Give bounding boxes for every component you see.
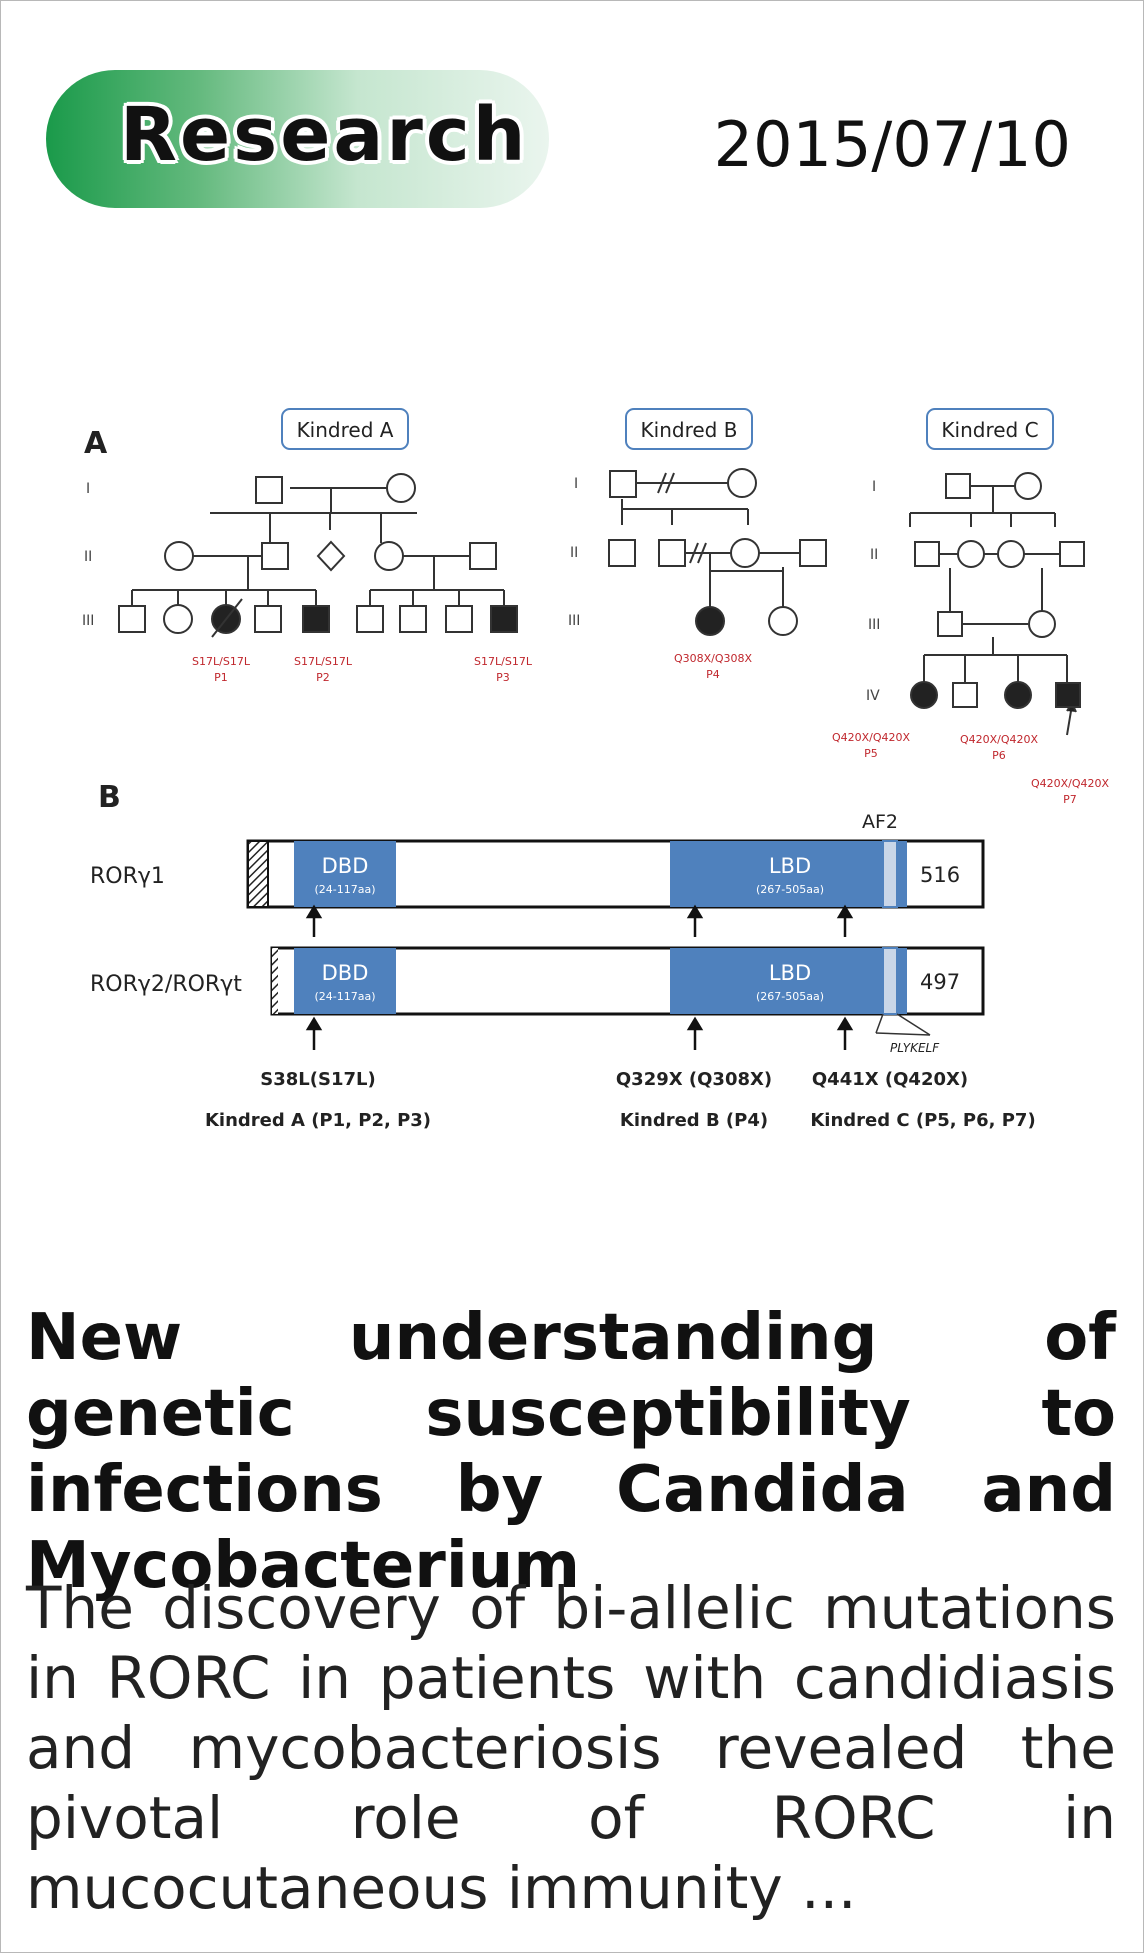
- isoform-1-name: RORγ1: [90, 864, 165, 889]
- category-label: Research: [120, 92, 529, 178]
- p7-mutation: Q420X/Q420X: [1031, 777, 1110, 790]
- isoform-1-lbd-range: (267-505aa): [756, 883, 824, 896]
- panel-a-label: A: [84, 426, 108, 461]
- article-title[interactable]: New understanding of genetic susceptibil…: [26, 1301, 1116, 1603]
- af2-label: AF2: [862, 811, 898, 833]
- p7-id: P7: [1063, 793, 1077, 806]
- gen-b-2: II: [570, 545, 578, 561]
- mutation-c: Q441X (Q420X): [812, 1069, 968, 1090]
- isoform-2-dbd-range: (24-117aa): [314, 990, 375, 1003]
- gen-a-2: II: [84, 549, 92, 565]
- p2-mutation: S17L/S17L: [294, 655, 353, 668]
- kindred-c-label: Kindred C: [941, 418, 1038, 442]
- isoform-1-dbd: DBD: [322, 854, 369, 878]
- isoform-2-lbd: LBD: [769, 961, 811, 985]
- p6-mutation: Q420X/Q420X: [960, 733, 1039, 746]
- gen-a-1: I: [86, 481, 90, 497]
- isoform-2-name: RORγ2/RORγt: [90, 972, 242, 997]
- p5-mutation: Q420X/Q420X: [832, 731, 911, 744]
- kindred-c-patients: Kindred C (P5, P6, P7): [810, 1110, 1035, 1131]
- kindred-b-patients: Kindred B (P4): [620, 1110, 768, 1131]
- p1-mutation: S17L/S17L: [192, 655, 251, 668]
- isoform-1-lbd: LBD: [769, 854, 811, 878]
- gen-c-1: I: [872, 479, 876, 495]
- figure-image: Kindred A Kindred B Kindred C A I II III…: [82, 408, 1110, 1131]
- p5-id: P5: [864, 747, 878, 760]
- isoform-1-dbd-range: (24-117aa): [314, 883, 375, 896]
- gen-c-2: II: [870, 547, 878, 563]
- isoform-2-lbd-range: (267-505aa): [756, 990, 824, 1003]
- gen-c-3: III: [868, 617, 880, 633]
- kindred-b-label: Kindred B: [641, 418, 738, 442]
- article-summary: The discovery of bi-allelic mutations in…: [26, 1574, 1116, 1922]
- p4-mutation: Q308X/Q308X: [674, 652, 753, 665]
- panel-b-label: B: [98, 780, 121, 815]
- p1-id: P1: [214, 671, 228, 684]
- p3-mutation: S17L/S17L: [474, 655, 533, 668]
- kindred-a-label: Kindred A: [297, 418, 394, 442]
- p3-id: P3: [496, 671, 510, 684]
- p4-id: P4: [706, 668, 720, 681]
- isoform-2-length: 497: [920, 970, 960, 994]
- gen-c-4: IV: [866, 688, 880, 704]
- mutation-b: Q329X (Q308X): [616, 1069, 772, 1090]
- gen-a-3: III: [82, 613, 94, 629]
- kindred-a-patients: Kindred A (P1, P2, P3): [205, 1110, 431, 1131]
- plykelf-label: PLYKELF: [890, 1041, 940, 1055]
- isoform-1-length: 516: [920, 863, 960, 887]
- gen-b-3: III: [568, 613, 580, 629]
- p6-id: P6: [992, 749, 1006, 762]
- gen-b-1: I: [574, 476, 578, 492]
- publication-date: 2015/07/10: [713, 108, 1071, 181]
- p2-id: P2: [316, 671, 330, 684]
- category-badge: [46, 70, 549, 208]
- isoform-2-dbd: DBD: [322, 961, 369, 985]
- mutation-a: S38L(S17L): [260, 1069, 375, 1090]
